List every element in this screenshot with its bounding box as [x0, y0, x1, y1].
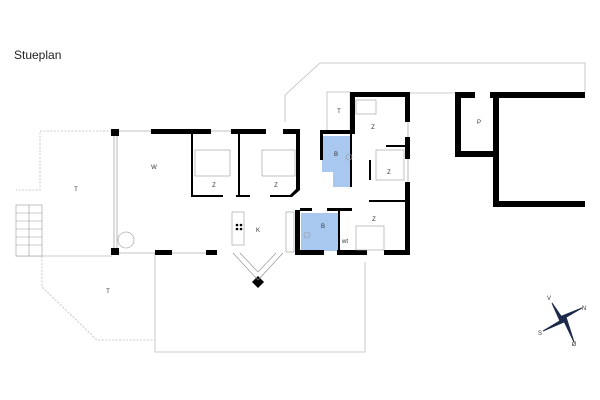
walls: [111, 92, 585, 288]
terrace-outlines: [16, 62, 586, 353]
compass-north: N: [582, 306, 586, 312]
furniture: [117, 99, 405, 251]
room-label-annex: P: [477, 120, 481, 126]
room-label-terrace: T: [106, 289, 110, 295]
room-label-living: W: [151, 165, 157, 171]
compass-south: S: [538, 331, 542, 337]
compass-rose-icon: [542, 302, 583, 343]
room-label-bedroom: Z: [387, 170, 391, 176]
compass-east: Ø: [572, 342, 577, 348]
room-label-terrace: T: [74, 187, 78, 193]
room-label-terrace: T: [337, 109, 341, 115]
compass-west: V: [547, 296, 551, 302]
stairs: [15, 204, 295, 257]
room-label-bedroom: Z: [274, 183, 278, 189]
windows: [113, 122, 409, 281]
bathroom-fills: [301, 136, 350, 251]
room-label-kitchen: K: [256, 228, 260, 234]
stove-icon: [235, 223, 243, 231]
room-label-bedroom: Z: [371, 125, 375, 131]
plan-title: Stueplan: [14, 48, 62, 62]
room-label-bathroom: B: [321, 224, 325, 230]
room-label-bedroom: Z: [212, 183, 216, 189]
room-label-bedroom: Z: [372, 217, 376, 223]
room-label-bathroom: B: [334, 152, 338, 158]
room-label-utility: wt: [341, 239, 348, 245]
